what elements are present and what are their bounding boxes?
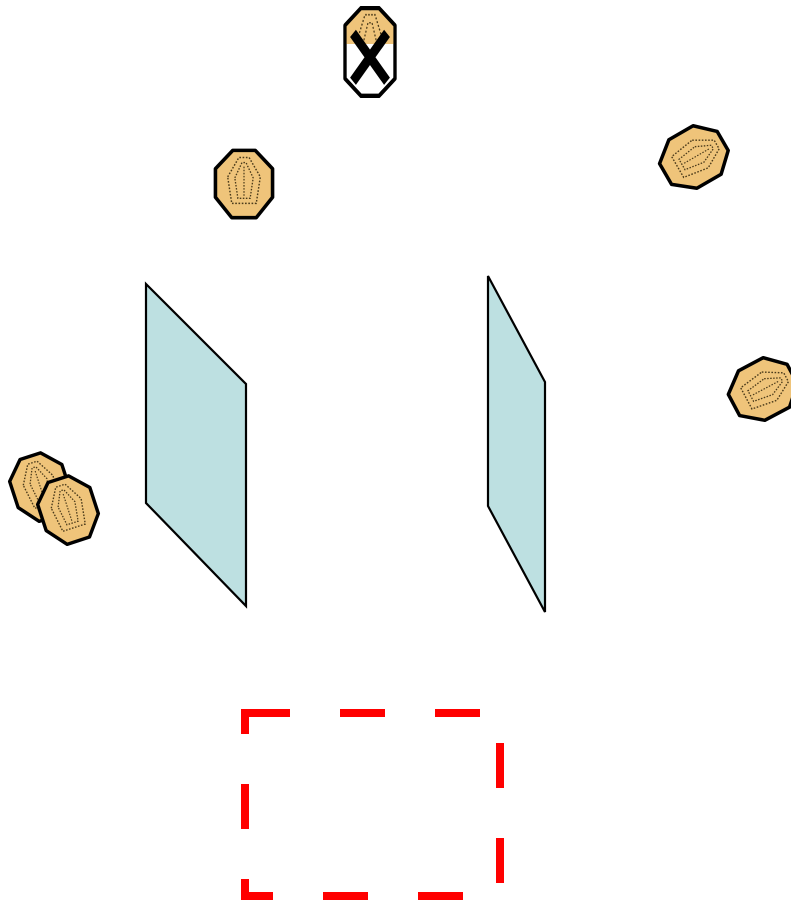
seed-icon-right — [721, 349, 791, 429]
right-glass-panel — [488, 276, 545, 612]
left-glass-panel — [146, 284, 246, 606]
seed-icon-upper-right — [652, 117, 737, 198]
seed-icon-upper-left — [215, 150, 272, 217]
crossed-out-seed-icon — [345, 8, 395, 96]
dashed-target-box — [245, 713, 500, 896]
